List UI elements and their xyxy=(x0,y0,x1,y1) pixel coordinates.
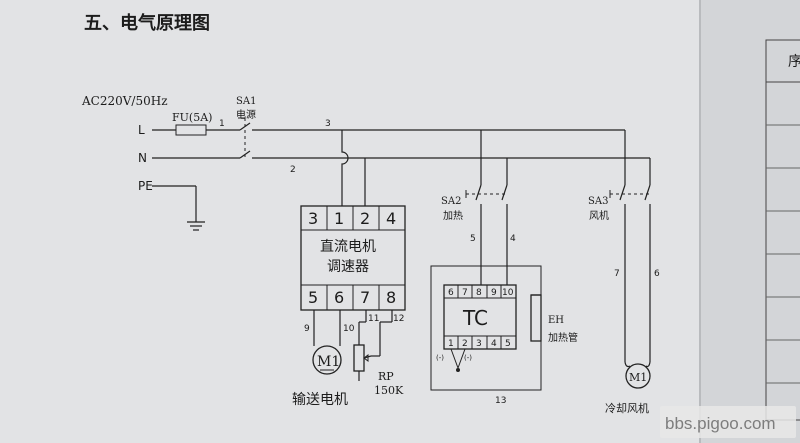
line-l-label: L xyxy=(138,123,145,137)
motor-wiring xyxy=(313,310,393,357)
watermark-text: bbs.pigoo.com xyxy=(665,414,776,433)
line-n-label: N xyxy=(138,151,147,165)
fuse-label: FU(5A) xyxy=(172,111,212,124)
ctrl-top-terminal-2: 2 xyxy=(360,209,370,228)
tc-bottom-terminal-2: 2 xyxy=(462,339,468,349)
fan-lead-right xyxy=(645,361,651,368)
page-title: 五、电气原理图 xyxy=(84,12,210,34)
sa3-switch xyxy=(609,130,651,362)
wire-num-7: 7 xyxy=(614,269,620,279)
pe-ground xyxy=(152,185,205,231)
fan-motor-label: M1 xyxy=(629,371,647,384)
right-page xyxy=(700,0,800,443)
supply-label: AC220V/50Hz xyxy=(81,94,168,108)
conveyor-motor-label: M1 xyxy=(317,354,340,370)
wire-num-10: 10 xyxy=(343,324,355,334)
tc-top-terminal-9: 9 xyxy=(491,288,497,298)
line-pe-label: PE xyxy=(138,179,153,193)
wire-num-11: 11 xyxy=(368,314,379,324)
ctrl-bottom-terminal-5: 5 xyxy=(308,288,318,307)
eh-tag: EH xyxy=(548,315,564,326)
sa2-tag: SA2 xyxy=(441,196,461,207)
line-l xyxy=(152,124,625,136)
ctrl-bottom-terminal-6: 6 xyxy=(334,288,344,307)
eh-name: 加热管 xyxy=(548,331,578,344)
left-page xyxy=(0,0,700,443)
ctrl-top-terminal-3: 3 xyxy=(308,209,318,228)
rp-potentiometer xyxy=(353,344,372,381)
conveyor-motor-name: 输送电机 xyxy=(292,392,348,408)
tc-bottom-terminal-4: 4 xyxy=(491,339,497,349)
controller-feed-wires xyxy=(341,130,366,206)
tc-top-terminal-7: 7 xyxy=(462,288,468,298)
fan-motor-symbol xyxy=(625,363,651,389)
ctrl-bottom-terminal-7: 7 xyxy=(360,288,370,307)
wire-num-4: 4 xyxy=(510,234,516,244)
wire-num-9: 9 xyxy=(304,324,310,334)
fan-lead-left xyxy=(624,361,631,368)
tc-bottom-terminal-3: 3 xyxy=(476,339,482,349)
sa1-name: 电源 xyxy=(236,108,256,121)
sa3-name: 风机 xyxy=(589,209,609,222)
wire-num-3: 3 xyxy=(325,119,331,129)
sa3-tag: SA3 xyxy=(588,196,608,207)
sa2-name: 加热 xyxy=(443,209,463,222)
ctrl-title-line1: 直流电机 xyxy=(320,238,376,255)
eh-heater-symbol xyxy=(530,294,542,342)
wire-num-1: 1 xyxy=(219,119,225,129)
wire-num-13: 13 xyxy=(495,396,506,406)
rp-tag: RP xyxy=(378,370,394,383)
tc-bottom-terminal-5: 5 xyxy=(505,339,511,349)
ctrl-top-terminal-4: 4 xyxy=(386,209,396,228)
watermark-bg xyxy=(660,406,796,438)
wire-num-2: 2 xyxy=(290,165,296,175)
tc-minus-left: (-) xyxy=(436,354,444,362)
tc-minus-right: (-) xyxy=(464,354,472,362)
ctrl-title-line2: 调速器 xyxy=(327,259,369,275)
tc-top-terminal-8: 8 xyxy=(476,288,482,298)
tc-top-terminal-6: 6 xyxy=(448,288,454,298)
wire-num-12: 12 xyxy=(393,314,404,324)
conveyor-motor-symbol xyxy=(312,345,342,375)
rp-value: 150K xyxy=(374,384,404,397)
wire-num-5: 5 xyxy=(470,234,476,244)
ctrl-bottom-terminal-8: 8 xyxy=(386,288,396,307)
table-header: 序 xyxy=(788,54,800,70)
ctrl-top-terminal-1: 1 xyxy=(334,209,344,228)
sa1-tag: SA1 xyxy=(236,96,256,107)
fan-name: 冷却风机 xyxy=(605,401,649,415)
tc-label: TC xyxy=(462,306,488,330)
sa1-switch xyxy=(238,117,251,160)
dc-speed-controller xyxy=(300,205,406,311)
table-fragment: 序 xyxy=(765,39,800,421)
thermocouple-probe xyxy=(450,348,466,372)
tc-top-terminal-10: 10 xyxy=(502,288,514,298)
tc-controller xyxy=(443,284,517,350)
sa2-switch xyxy=(465,130,508,266)
tc-bottom-terminal-1: 1 xyxy=(448,339,454,349)
wire-num-6: 6 xyxy=(654,269,660,279)
